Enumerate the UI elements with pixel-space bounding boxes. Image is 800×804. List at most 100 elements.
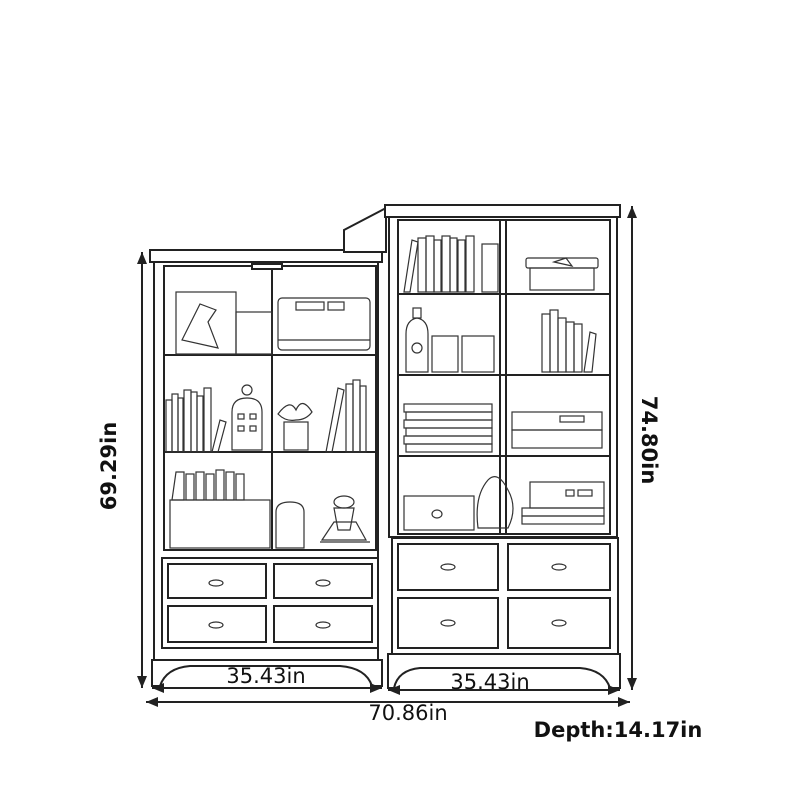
- box-body: [529, 267, 595, 291]
- total-width-label: 70.86in: [368, 701, 447, 725]
- left-width-label: 35.43in: [226, 664, 305, 688]
- pot: [283, 421, 309, 451]
- lantern-pane: [237, 413, 245, 420]
- magazine: [405, 443, 493, 453]
- bottle-body: [405, 317, 429, 373]
- leaning-book: [211, 419, 227, 453]
- arrowhead: [146, 697, 158, 707]
- box: [431, 335, 459, 373]
- arrowhead: [618, 697, 630, 707]
- magazine: [403, 419, 493, 429]
- book: [190, 391, 198, 453]
- book: [352, 379, 361, 453]
- book: [196, 395, 204, 453]
- arrowhead: [137, 676, 147, 688]
- book: [573, 323, 583, 373]
- drawer-handle: [440, 619, 456, 627]
- right-drawer-frame: [391, 537, 619, 655]
- decor-detail: [565, 489, 575, 497]
- decor-box: [529, 481, 605, 509]
- leaning-book: [583, 331, 597, 373]
- storage-box: [277, 297, 371, 351]
- drawer: [273, 605, 373, 643]
- book: [235, 473, 245, 501]
- book: [177, 397, 184, 453]
- arrowhead: [152, 683, 164, 693]
- drawer-handle: [208, 621, 224, 629]
- book-flat: [521, 515, 605, 525]
- crate: [169, 499, 271, 549]
- book: [195, 471, 205, 501]
- book: [457, 239, 466, 293]
- right-width-label: 35.43in: [450, 670, 529, 694]
- book-crate: [169, 469, 271, 549]
- book: [425, 235, 435, 293]
- tray-handle: [559, 415, 585, 423]
- box-handle-2: [327, 301, 345, 311]
- left-drawer-frame: [161, 557, 379, 649]
- vase: [476, 476, 514, 529]
- lidded-box: [525, 257, 599, 291]
- book: [465, 235, 475, 293]
- dimension-lines: [137, 206, 637, 707]
- drawer-handle: [315, 579, 331, 587]
- figurine-head: [333, 495, 355, 509]
- arrowhead: [627, 678, 637, 690]
- drawer-handle: [315, 621, 331, 629]
- right-body: [388, 216, 618, 538]
- drawer: [397, 597, 499, 649]
- decor-detail: [577, 489, 593, 497]
- book: [541, 313, 551, 373]
- arrowhead: [388, 685, 400, 695]
- arrowhead: [608, 685, 620, 695]
- picture-frame: [175, 291, 237, 355]
- arrowhead: [370, 683, 382, 693]
- left-door-latch: [251, 263, 283, 270]
- book: [433, 239, 442, 293]
- book-flat: [521, 507, 605, 517]
- magazine: [405, 427, 493, 437]
- drawer-handle: [551, 619, 567, 627]
- book: [205, 473, 215, 501]
- book: [185, 473, 195, 501]
- right-books-middle: [325, 379, 367, 453]
- book: [171, 471, 185, 501]
- storage-box: [403, 495, 475, 531]
- magazine-stack: [403, 403, 493, 453]
- lantern-pane: [249, 413, 257, 420]
- bottle-neck: [412, 307, 422, 319]
- leaning-book: [325, 387, 345, 453]
- magazine: [405, 411, 493, 421]
- drawer-handle: [551, 563, 567, 571]
- left-height-label: 69.29in: [97, 422, 121, 511]
- tray-box: [511, 411, 603, 431]
- left-books-middle: [165, 387, 227, 453]
- book: [481, 243, 499, 293]
- lantern-top: [241, 384, 253, 396]
- left-bookcase: [149, 249, 383, 687]
- depth-label: Depth:14.17in: [534, 718, 703, 742]
- book: [203, 387, 212, 453]
- picture-art: [181, 303, 219, 349]
- drawer: [167, 563, 267, 599]
- vase: [275, 501, 305, 549]
- drawer-handle: [208, 579, 224, 587]
- book-stack: [235, 311, 273, 355]
- book: [441, 235, 451, 293]
- right-bookcase: [343, 204, 621, 689]
- box-ornament: [551, 257, 574, 267]
- right-glass-doors: [397, 219, 611, 535]
- drawer: [507, 543, 611, 591]
- box: [461, 335, 495, 373]
- lantern: [231, 384, 263, 451]
- right-crown: [384, 204, 621, 218]
- figurine-body: [333, 507, 355, 531]
- book: [165, 399, 173, 453]
- lantern-pane: [237, 425, 245, 432]
- drawer: [167, 605, 267, 643]
- book: [359, 385, 367, 453]
- book: [225, 471, 235, 501]
- box-pull: [431, 509, 443, 519]
- magazine: [403, 435, 493, 445]
